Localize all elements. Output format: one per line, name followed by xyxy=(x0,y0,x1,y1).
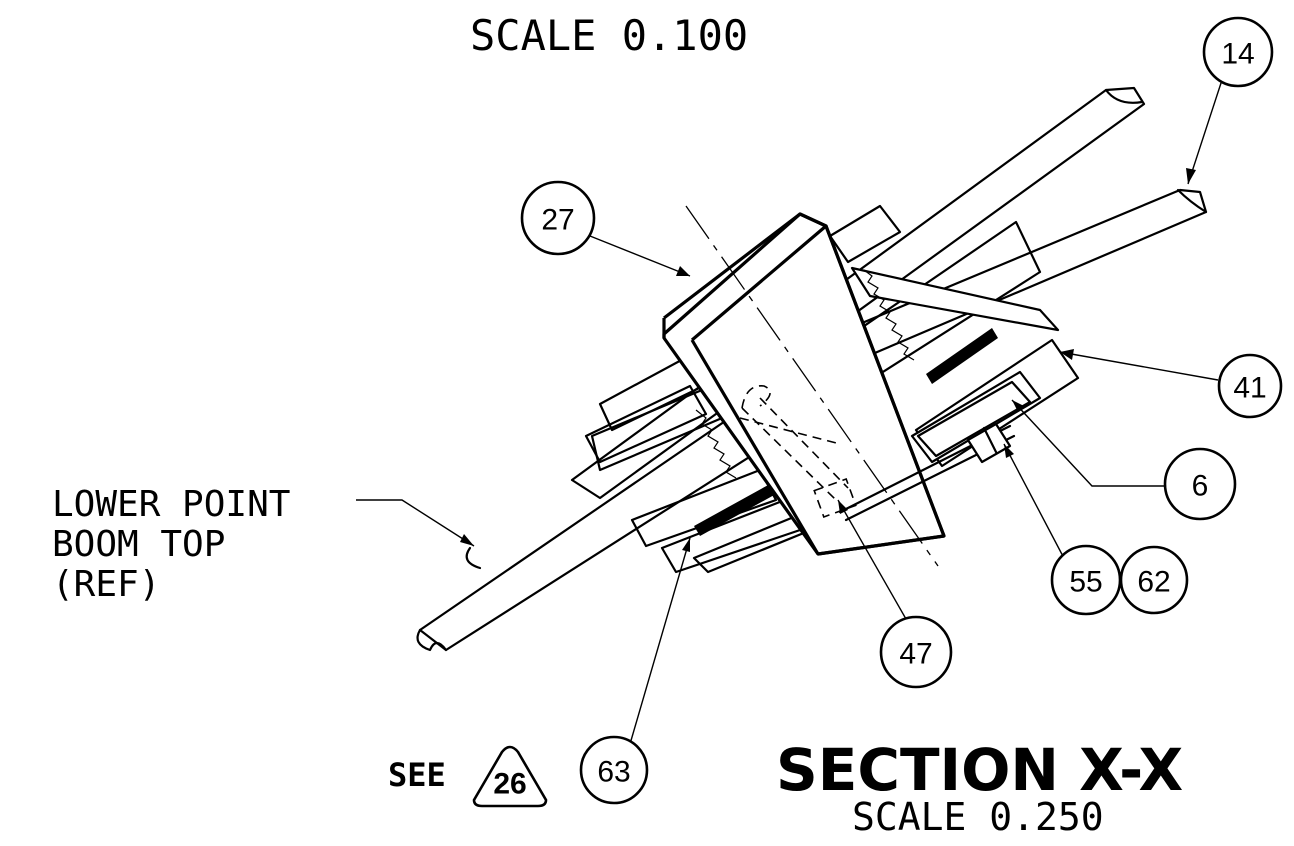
see-note-ref: 26 xyxy=(493,768,526,801)
bolt-nut-part-55-62 xyxy=(838,422,1016,522)
balloon-55: 55 xyxy=(1050,544,1122,616)
leader-63-arrow xyxy=(682,538,690,552)
leader-47 xyxy=(837,499,911,627)
balloon-62: 62 xyxy=(1119,545,1189,615)
section-title: SECTION X-X xyxy=(776,736,1183,804)
balloon-63: 63 xyxy=(579,735,649,805)
main-block-part-27 xyxy=(662,212,946,556)
leader-41-arrow xyxy=(1060,349,1074,360)
see-note: SEE 26 xyxy=(388,745,548,808)
leader-6-arrow xyxy=(1012,400,1024,412)
balloon-6: 6 xyxy=(1163,447,1237,521)
shim-black-lower xyxy=(694,484,776,536)
liner-teeth xyxy=(695,269,915,479)
leader-boom-ref-arrow xyxy=(460,534,474,546)
svg-text:41: 41 xyxy=(1233,372,1266,405)
leader-14-arrow xyxy=(1186,168,1196,184)
balloon-27: 27 xyxy=(520,180,596,256)
svg-text:6: 6 xyxy=(1192,470,1209,503)
leader-55-62 xyxy=(1003,443,1067,563)
svg-text:55: 55 xyxy=(1069,566,1102,599)
leader-27-arrow xyxy=(676,266,690,276)
leader-boom-ref xyxy=(356,499,475,547)
header-scale-text: SCALE 0.100 xyxy=(470,11,748,60)
see-note-prefix: SEE xyxy=(388,756,446,794)
svg-text:63: 63 xyxy=(597,756,630,789)
svg-text:27: 27 xyxy=(541,204,574,237)
shim-black-upper xyxy=(926,328,998,384)
upper-tube xyxy=(570,86,1146,500)
reference-line-2: BOOM TOP xyxy=(52,524,225,565)
reference-line-3: (REF) xyxy=(52,564,160,605)
see-note-triangle xyxy=(472,745,548,808)
leader-14 xyxy=(1187,79,1223,185)
balloon-14: 14 xyxy=(1202,16,1274,88)
reference-label: LOWER POINT BOOM TOP (REF) xyxy=(52,484,290,605)
leader-63 xyxy=(629,537,691,745)
lower-tube-part-14 xyxy=(590,188,1208,472)
leader-41 xyxy=(1059,351,1219,381)
svg-text:62: 62 xyxy=(1137,566,1170,599)
leader-27 xyxy=(589,235,691,277)
block-centerline xyxy=(685,205,939,567)
balloon-47: 47 xyxy=(879,615,953,689)
svg-text:14: 14 xyxy=(1221,38,1254,71)
leader-47-arrow xyxy=(838,500,848,514)
leader-6 xyxy=(1011,399,1164,487)
balloon-41: 41 xyxy=(1217,353,1283,419)
section-scale-text: SCALE 0.250 xyxy=(852,795,1104,839)
reference-line-1: LOWER POINT xyxy=(52,484,290,525)
leader-55-62-arrow xyxy=(1004,444,1014,458)
svg-text:47: 47 xyxy=(899,638,932,671)
washer-part-41 xyxy=(910,338,1080,468)
upper-plate-stack xyxy=(828,204,1060,332)
